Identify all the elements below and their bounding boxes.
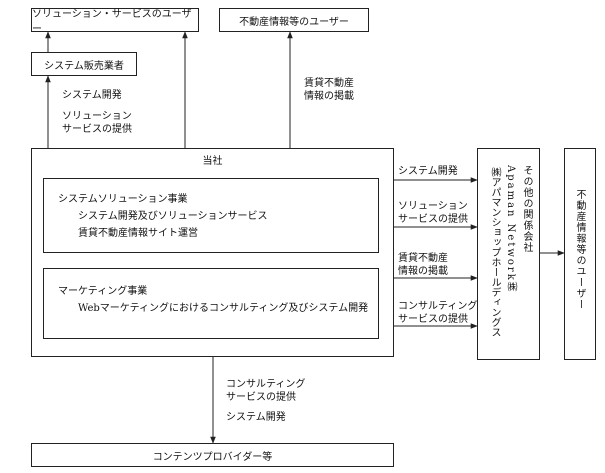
affiliate-box: その他の関係会社 Apaman Network㈱ ㈱アパマンショップホールディン… [477,148,540,360]
label-right-solution-1: ソリューション [398,201,468,212]
system-sales-label: システム販売業者 [44,60,124,72]
label-bottom-system-dev: システム開発 [226,412,286,423]
realestate-users-right-box: 不動産情報等のユーザー [564,148,596,360]
solution-users-label: ソリューション・サービスのユーザー [32,9,192,35]
marketing-item-1: Webマーケティングにおけるコンサルティング及びシステム開発 [78,303,369,314]
label-right-consult-2: サービスの提供 [398,314,468,325]
content-providers-box: コンテンツプロバイダー等 [31,443,394,467]
content-providers-label: コンテンツプロバイダー等 [152,451,273,463]
company-label: 当社 [202,156,223,167]
label-right-solution-2: サービスの提供 [398,214,468,225]
system-solution-item-2: 賃貸不動産情報サイト運営 [78,228,198,239]
label-bottom-consult-1: コンサルティング [226,379,306,390]
system-solution-box: システムソリューション事業 システム開発及びソリューションサービス 賃貸不動産情… [43,178,379,253]
label-system-dev-left: システム開発 [62,90,122,101]
label-solution-left-1: ソリューション [62,111,132,122]
realestate-users-top-label: 不動産情報等のユーザー [239,16,349,28]
marketing-box: マーケティング事業 Webマーケティングにおけるコンサルティング及びシステム開発 [43,268,379,339]
affiliate-name: Apaman Network㈱ [505,165,516,294]
label-rental-top-1: 賃貸不動産 [304,78,354,89]
marketing-title: マーケティング事業 [58,286,148,297]
label-rental-top-2: 情報の掲載 [304,91,354,102]
realestate-users-right-label: 不動産情報等のユーザー [574,189,585,310]
affiliate-name-2: ㈱アパマンショップホールディングス [489,167,500,337]
label-right-consult-1: コンサルティング [398,301,478,312]
label-bottom-consult-2: サービスの提供 [226,392,296,403]
system-solution-item-1: システム開発及びソリューションサービス [78,211,268,222]
system-sales-box: システム販売業者 [31,52,137,76]
label-solution-left-2: サービスの提供 [62,124,132,135]
label-right-rental-1: 賃貸不動産 [398,253,448,264]
label-right-system-dev: システム開発 [398,166,458,177]
system-solution-title: システムソリューション事業 [58,194,188,205]
affiliate-title: その他の関係会社 [521,165,532,253]
solution-users-box: ソリューション・サービスのユーザー [31,8,199,35]
label-right-rental-2: 情報の掲載 [398,266,448,277]
realestate-users-top-box: 不動産情報等のユーザー [219,8,369,32]
